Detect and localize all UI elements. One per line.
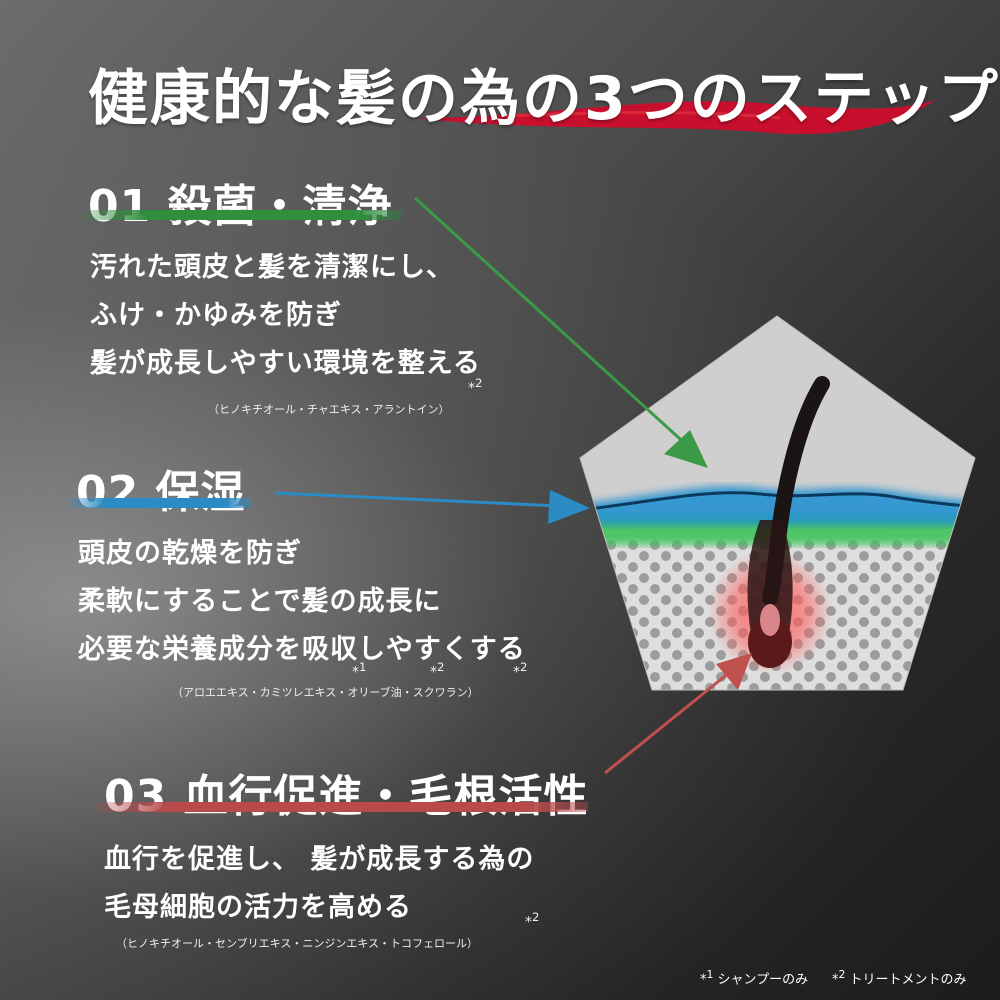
step-02-line-3: 必要な栄養成分を吸収しやすくする	[78, 634, 526, 665]
step-03-underline	[98, 802, 588, 812]
step-01-body: 汚れた頭皮と髪を清潔にし、 ふけ・かゆみを防ぎ 髪が成長しやすい環境を整える	[90, 244, 481, 388]
step-02-mark-2: *2	[430, 660, 445, 681]
step-02-underline	[70, 498, 252, 508]
step-02-mark-3: *2	[513, 660, 528, 681]
footnote-2: *2 トリートメントのみ	[832, 968, 967, 988]
step-03-mark: *2	[525, 910, 540, 931]
step-01-heading: 01 殺菌・清浄	[88, 181, 393, 232]
step-01-line-2: ふけ・かゆみを防ぎ	[90, 300, 342, 331]
step-01-mark: *2	[468, 376, 483, 397]
step-02-heading: 02 保湿	[76, 467, 246, 518]
step-01-line-3: 髪が成長しやすい環境を整える	[90, 348, 481, 379]
title-swoosh	[415, 100, 935, 135]
step-01-underline	[84, 210, 402, 220]
footnote-1: *1 シャンプーのみ	[700, 968, 809, 988]
step-03-ingredients: （ヒノキチオール・センブリエキス・ニンジンエキス・トコフェロール）	[116, 937, 479, 950]
step-03-line-1: 血行を促進し、 髪が成長する為の	[104, 844, 535, 875]
step-02-line-1: 頭皮の乾燥を防ぎ	[78, 538, 302, 569]
step-01-ingredients: （ヒノキチオール・チャエキス・アラントイン）	[208, 403, 450, 416]
step-02-mark-1: *1	[352, 660, 367, 681]
step-02-ingredients: （アロエエキス・カミツレエキス・オリーブ油・スクワラン）	[172, 686, 479, 699]
scalp-diagram	[580, 316, 975, 690]
step-02-line-2: 柔軟にすることで髪の成長に	[78, 586, 442, 617]
page-title: 健康的な髪の為の3つのステップ	[88, 64, 1000, 134]
step-03-heading: 03 血行促進・毛根活性	[104, 771, 589, 822]
step-03-line-2: 毛母細胞の活力を高める	[104, 892, 412, 923]
step-02-body: 頭皮の乾燥を防ぎ 柔軟にすることで髪の成長に 必要な栄養成分を吸収しやすくする	[78, 530, 526, 674]
step-01-line-1: 汚れた頭皮と髪を清潔にし、	[90, 252, 454, 283]
step-03-body: 血行を促進し、 髪が成長する為の 毛母細胞の活力を高める	[104, 836, 534, 932]
